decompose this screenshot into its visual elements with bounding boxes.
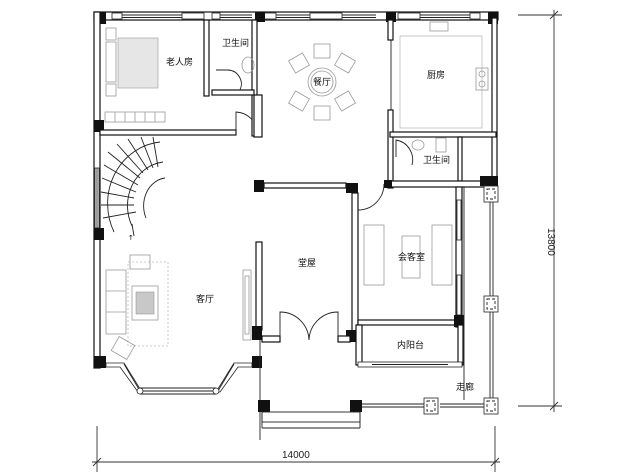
column xyxy=(384,180,392,188)
room-label-reception-room: 会客室 xyxy=(398,251,425,263)
room-label-dining-room: 餐厅 xyxy=(313,76,331,88)
room-label-corridor: 走廊 xyxy=(456,381,474,393)
column xyxy=(252,326,262,340)
bathroom-right: 卫生间 xyxy=(395,136,463,182)
room-label-bathroom-right: 卫生间 xyxy=(423,154,450,166)
room-label-elder-bedroom: 老人房 xyxy=(166,56,193,68)
column xyxy=(386,12,396,22)
room-label-inner-balcony: 内阳台 xyxy=(397,339,424,351)
bedroom-right-wall xyxy=(253,94,263,138)
pillar xyxy=(483,397,499,415)
dimension-height-value: 13800 xyxy=(545,228,556,256)
left-exterior-wall xyxy=(93,11,101,369)
porch xyxy=(258,340,362,440)
dining-kitchen-wall xyxy=(387,109,394,189)
bay-window xyxy=(94,358,253,395)
room-label-bathroom-top: 卫生间 xyxy=(222,37,249,49)
living-hall-wall xyxy=(255,241,263,331)
dining-room: 餐厅 xyxy=(288,43,356,121)
bathroom-top: 卫生间 xyxy=(203,19,258,137)
dimension-vertical: 13800 xyxy=(518,10,562,412)
column xyxy=(254,180,264,192)
column xyxy=(94,228,104,240)
svg-text:↑: ↑ xyxy=(128,234,134,242)
dimension-width-value: 14000 xyxy=(282,450,310,461)
pillar xyxy=(483,185,499,203)
corridor: 走廊 xyxy=(362,187,499,415)
column xyxy=(480,176,498,186)
right-exterior-wall xyxy=(491,17,498,189)
living-room: 客厅 xyxy=(105,254,252,360)
column xyxy=(252,356,262,368)
spiral-staircase: ↑ xyxy=(100,136,166,242)
column xyxy=(94,120,104,132)
dimension-horizontal: 14000 xyxy=(92,426,500,472)
dining-kitchen-wall xyxy=(387,19,394,41)
room-label-main-hall: 堂屋 xyxy=(298,257,316,269)
top-exterior-wall xyxy=(93,11,499,21)
pillar xyxy=(423,397,439,415)
column xyxy=(454,315,464,327)
kitchen: 厨房 xyxy=(399,21,489,129)
reception-room: 会客室 xyxy=(363,186,463,328)
door xyxy=(357,183,385,211)
kitchen-bottom-wall xyxy=(389,131,497,138)
main-hall: 堂屋 xyxy=(261,182,359,343)
room-label-living-room: 客厅 xyxy=(196,293,214,305)
column xyxy=(255,12,265,22)
room-label-kitchen: 厨房 xyxy=(427,69,445,81)
reception-bottom-wall xyxy=(357,319,463,326)
elder-bedroom: 老人房 xyxy=(99,27,237,136)
inner-balcony: 内阳台 xyxy=(355,324,464,368)
pillar xyxy=(483,295,499,313)
